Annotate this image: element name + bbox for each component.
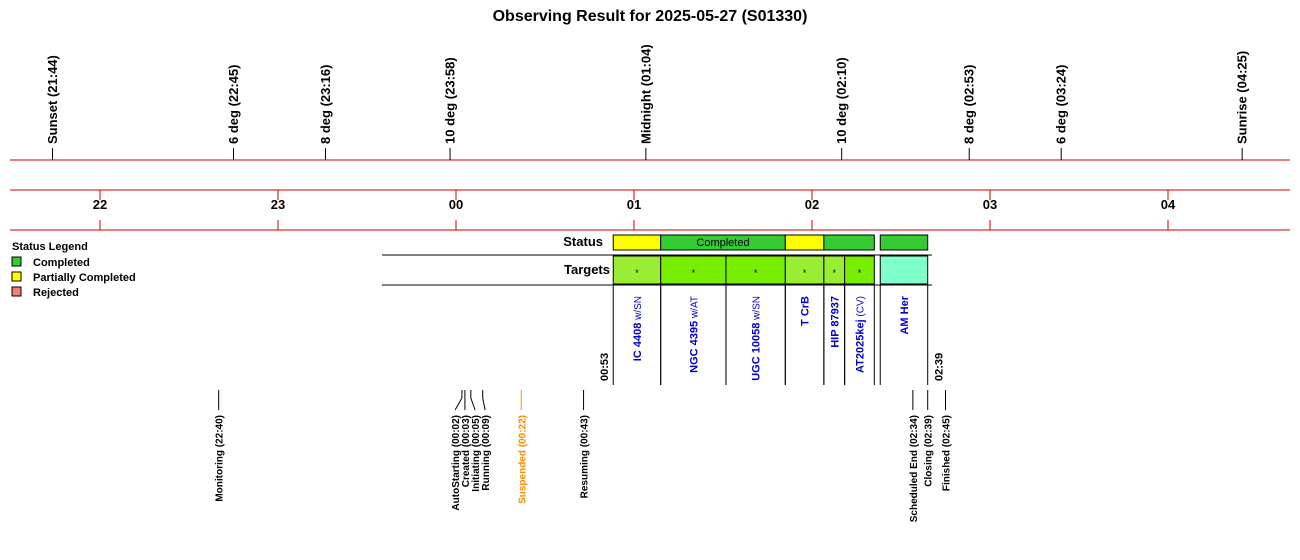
status-segment (612, 234, 662, 251)
hour-tick-label: 00 (449, 197, 463, 212)
sky-event-label: 10 deg (23:58) (443, 57, 458, 144)
log-event-label: Resuming (00:43) (580, 415, 591, 498)
sky-event-label: 10 deg (02:10) (834, 57, 849, 144)
log-event-label: Created (00:03) (461, 415, 472, 487)
target-name: AM Her (899, 295, 911, 334)
hour-tick-label: 04 (1161, 197, 1176, 212)
hour-tick-label: 03 (983, 197, 997, 212)
sky-event-label: Sunrise (04:25) (1235, 51, 1250, 144)
target-name-suffix: w/AT (689, 296, 700, 321)
hour-tick-label: 01 (627, 197, 641, 212)
target-name-suffix: w/SN (633, 296, 644, 323)
log-event-line (454, 390, 463, 411)
log-event-line (482, 390, 486, 411)
log-events: Monitoring (22:40) AutoStarting (00:02)Cr… (215, 390, 953, 522)
legend-label: Partially Completed (33, 272, 136, 284)
sky-events: Sunset (21:44) 6 deg (22:45) 8 deg (23:16)… (45, 44, 1250, 160)
log-event-label: Closing (02:39) (924, 415, 935, 487)
log-event-label: Monitoring (22:40) (215, 415, 226, 502)
target-block (725, 255, 786, 285)
chart-title: Observing Result for 2025-05-27 (S01330) (493, 8, 808, 25)
log-event-line (470, 390, 476, 411)
target-name: AT2025kej (CV) (854, 296, 866, 373)
target-name: HIP 87937 (829, 296, 841, 348)
target-name: NGC 4395 w/AT (688, 296, 700, 373)
target-name-suffix: w/SN (752, 296, 763, 323)
time-axis: 22 23 00 01 02 03 04 (10, 159, 1290, 231)
sky-event-label: 8 deg (23:16) (318, 65, 333, 144)
status-segment-label: Completed (696, 237, 749, 249)
boundary-time-label: 02:39 (934, 353, 946, 381)
sky-event-label: Sunset (21:44) (45, 55, 60, 144)
target-mark: * (754, 268, 758, 278)
log-event-label: Suspended (00:22) (517, 415, 528, 504)
target-name-suffix: (CV) (855, 296, 866, 319)
log-event-label: Running (00:09) (481, 415, 492, 491)
hour-tick-label: 23 (271, 197, 285, 212)
target-mark: * (803, 268, 807, 278)
legend-title: Status Legend (12, 241, 88, 253)
target-name: T CrB (800, 296, 812, 326)
target-mark: * (692, 268, 696, 278)
status-segment (823, 234, 875, 251)
legend-swatch (11, 271, 22, 282)
sky-event-label: 6 deg (03:24) (1054, 65, 1069, 144)
targets-row-label: Targets (564, 262, 610, 277)
target-name: UGC 10058 w/SN (751, 296, 763, 381)
legend-swatch (11, 256, 22, 267)
sky-event-label: Midnight (01:04) (638, 44, 653, 144)
status-row-label: Status (563, 234, 603, 249)
log-event-label: Finished (02:45) (942, 415, 953, 491)
legend-label: Completed (33, 257, 90, 269)
hour-tick-label: 22 (93, 197, 107, 212)
status-segment (879, 234, 929, 251)
log-event-label: AutoStarting (00:02) (451, 415, 462, 511)
target-mark: * (635, 268, 639, 278)
log-event-label: Scheduled End (02:34) (909, 415, 920, 522)
target-block (844, 255, 875, 285)
target-mark: * (858, 268, 862, 278)
sky-event-label: 8 deg (02:53) (962, 65, 977, 144)
log-event-label: Initiating (00:05) (471, 415, 482, 492)
target-mark: * (832, 268, 836, 278)
target-block (612, 255, 662, 285)
target-name: IC 4408 w/SN (632, 296, 644, 361)
boundary-time-label: 00:53 (599, 353, 611, 381)
hour-tick-label: 02 (805, 197, 819, 212)
legend-label: Rejected (33, 287, 79, 299)
legend-swatch (11, 286, 22, 297)
status-segment (784, 234, 825, 251)
target-block (879, 255, 929, 285)
sky-event-label: 6 deg (22:45) (226, 65, 241, 144)
